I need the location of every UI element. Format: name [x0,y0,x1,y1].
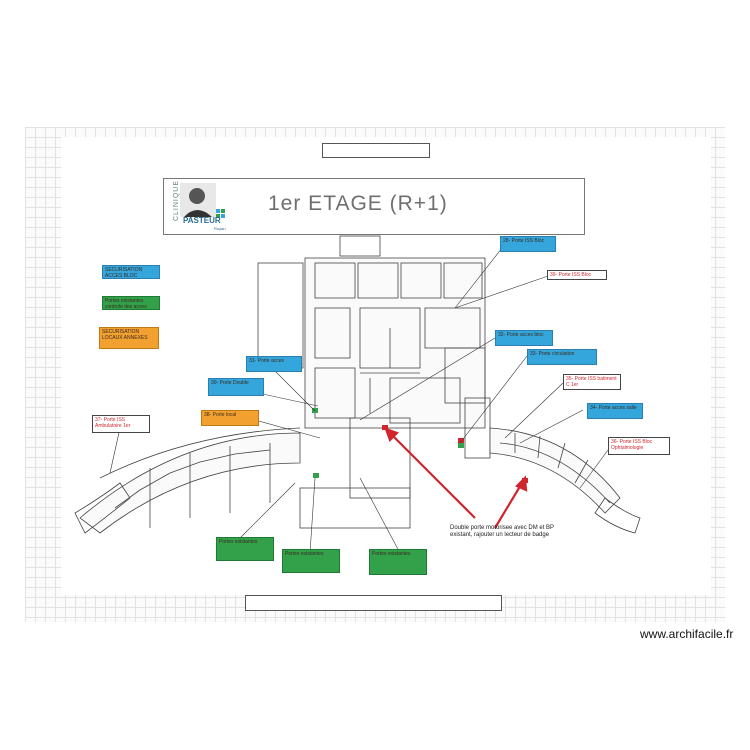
watermark: www.archifacile.fr [640,627,734,641]
top-label-box [322,143,430,158]
logo-sub-text: Royan [214,226,226,231]
floor-plan [74,235,641,554]
note-green-1: Portes existantes [216,537,274,561]
title-frame [163,178,585,235]
note-orange-mid: 38- Porte local [201,410,259,426]
note-right-2: 33- Porte circulation [527,349,597,365]
note-green-3: Portes existantes [369,549,427,575]
note-green-2: Portes existantes [282,549,340,573]
note-ophtalmologie: 36- Porte ISS Bloc Ophtalmologie [608,437,670,455]
legend-orange: SECURISATION LOCAUX ANNEXES [99,327,159,349]
callout-text: Double porte motorisee avec DM et BP exi… [450,525,554,538]
note-39: 39- Porte ISS Bloc [547,270,607,280]
note-right-3: 34- Porte acces salle [587,403,643,419]
note-batiment: 35- Porte ISS batiment C 1er [563,374,621,390]
footer-label-box [245,595,502,611]
legend-green: Portes existantes controle des acces [102,296,160,310]
logo-clinique-text: CLINIQUE [173,179,181,222]
page-title: 1er ETAGE (R+1) [268,192,448,215]
note-left-2: 30- Porte Double [208,378,264,396]
note-ambulatoire: 37- Porte ISS Ambulatoire 1er [92,415,150,433]
note-mid-right: 32- Porte acces bloc [495,330,553,346]
clinic-logo [168,181,230,231]
note-left-1: 31- Porte acces [246,356,302,372]
logo-pasteur-text: PASTEUR [183,216,221,225]
portrait-icon [180,183,225,218]
legend-blue: SECURISATION ACCES BLOC [102,265,160,279]
note-top-right: 28- Porte ISS Bloc [500,236,556,252]
